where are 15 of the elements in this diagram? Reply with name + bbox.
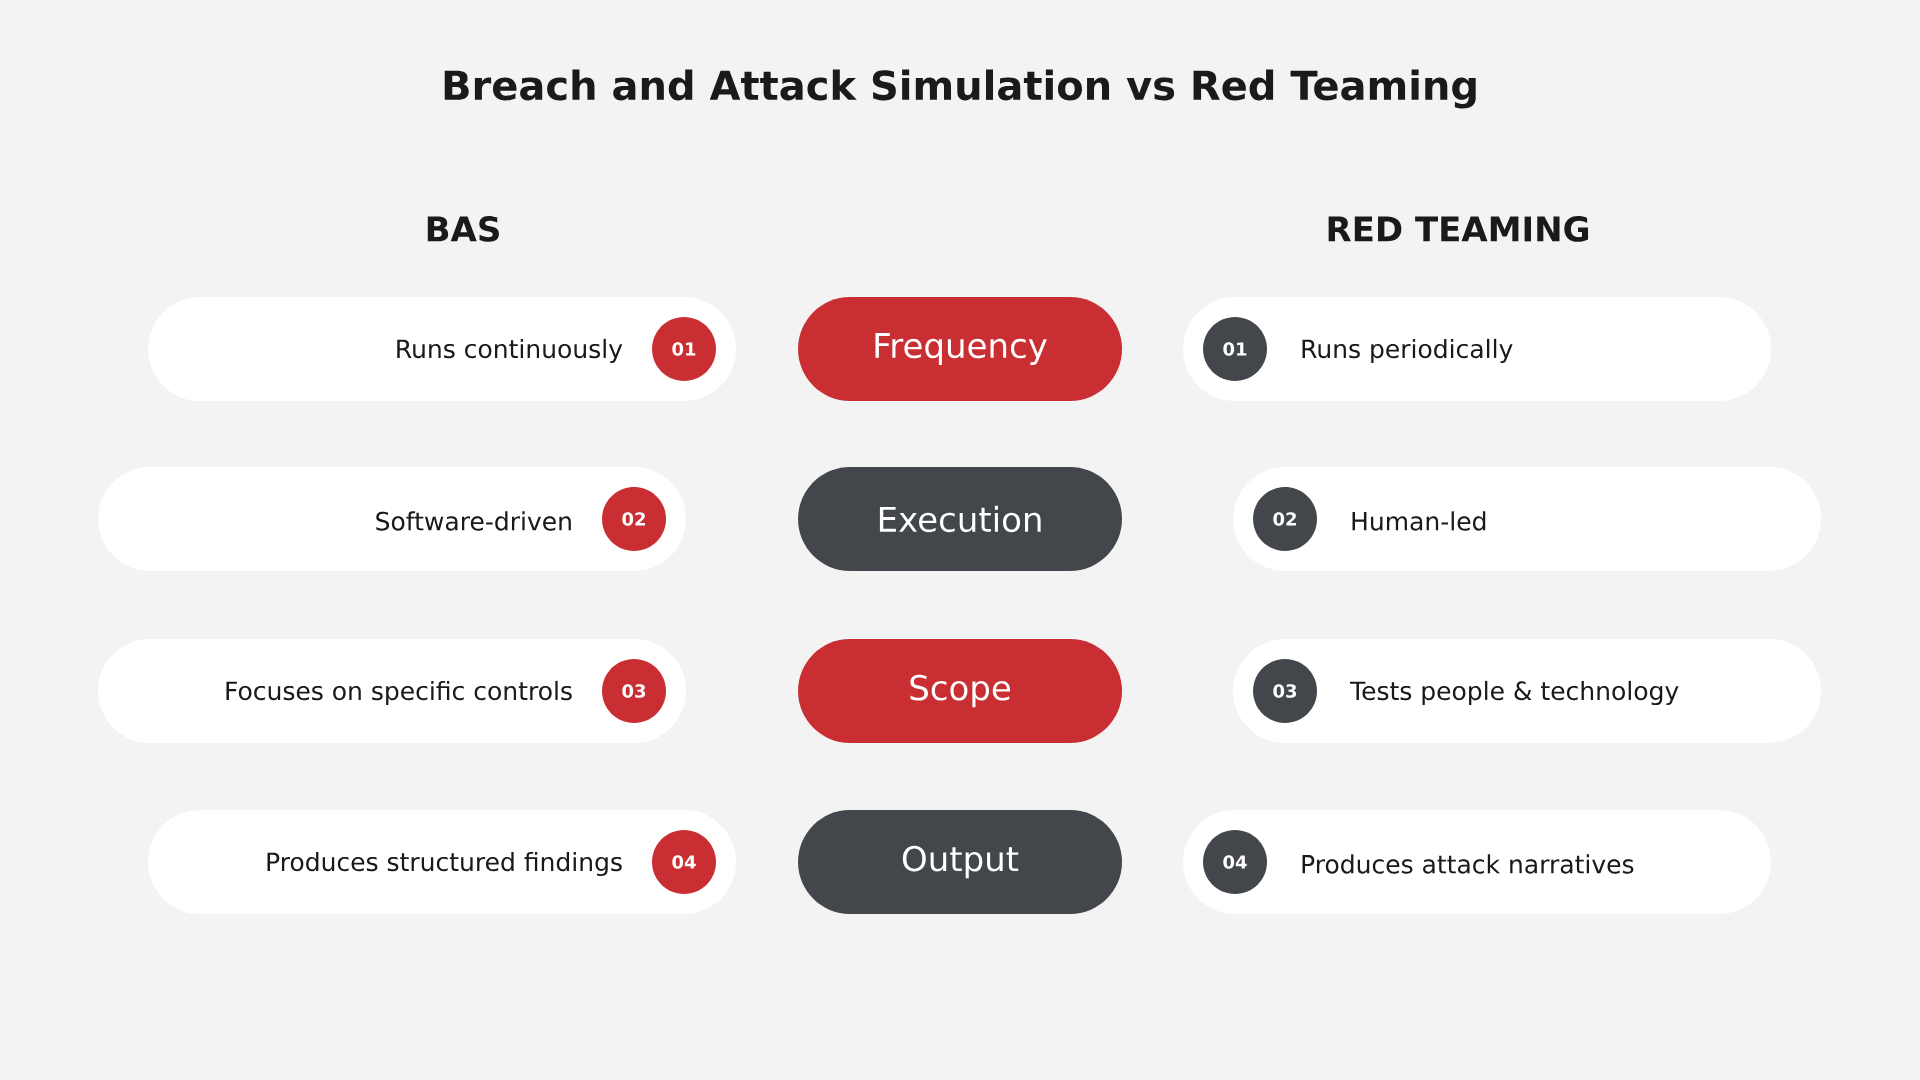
category-pill: Frequency [798,297,1122,401]
category-pill: Scope [798,639,1122,743]
number-badge: 02 [602,487,666,551]
number-badge: 03 [1253,659,1317,723]
title: Breach and Attack Simulation vs Red Teaming [444,69,1476,109]
number-badge: 03 [602,659,666,723]
number-badge: 04 [652,830,716,894]
number-badge: 01 [1203,317,1267,381]
column-heading: RED TEAMING [1328,216,1588,242]
column-heading: BAS [427,216,499,242]
number-badge: 02 [1253,487,1317,551]
category-pill: Execution [798,467,1122,571]
category-pill: Output [798,810,1122,914]
number-badge: 04 [1203,830,1267,894]
number-badge: 01 [652,317,716,381]
